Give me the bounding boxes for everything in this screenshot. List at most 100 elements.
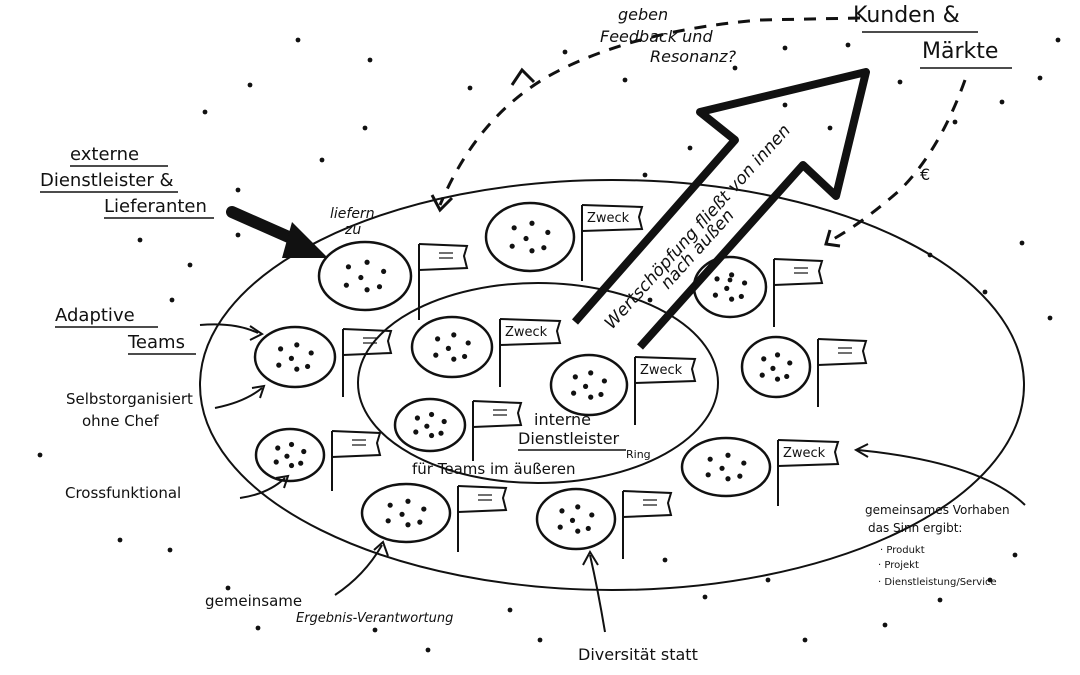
vorhaben-line2: das Sinn ergibt: bbox=[868, 521, 962, 535]
team-member-dot bbox=[541, 245, 547, 251]
team-member-dot bbox=[572, 374, 578, 380]
team-member-dot bbox=[399, 511, 405, 517]
team-circle bbox=[680, 436, 772, 498]
vorhaben-pointer bbox=[857, 449, 1026, 506]
team-member-dot bbox=[545, 229, 551, 236]
team-member-dot bbox=[343, 282, 349, 288]
team-member-dot bbox=[784, 373, 790, 380]
feedback-arrow-tip bbox=[430, 194, 454, 213]
team-2: Zweck bbox=[484, 201, 644, 281]
inner-ring bbox=[357, 282, 719, 484]
team-member-dot bbox=[428, 411, 435, 418]
scatter-dot bbox=[802, 637, 808, 643]
team-member-dot bbox=[761, 356, 767, 362]
team-circle bbox=[484, 201, 576, 273]
scatter-dot bbox=[372, 627, 378, 633]
team-member-dot bbox=[438, 430, 444, 436]
team-member-dot bbox=[284, 453, 290, 459]
interne-line1: interne bbox=[534, 410, 591, 429]
scatter-dot bbox=[247, 82, 253, 88]
team-member-dot bbox=[433, 352, 439, 358]
team-circle bbox=[535, 487, 617, 551]
scatter-dot bbox=[137, 237, 143, 243]
team-member-dot bbox=[598, 391, 604, 398]
scatter-dot bbox=[732, 65, 738, 71]
flag-cloth bbox=[622, 490, 673, 518]
team-12: Zweck bbox=[680, 436, 840, 506]
outer-ring bbox=[199, 179, 1025, 591]
scatter-dot bbox=[167, 547, 173, 553]
feedback-arrow-top-tip bbox=[510, 67, 536, 86]
flag-label: Zweck bbox=[640, 363, 683, 378]
scatter-dot bbox=[1037, 75, 1043, 81]
team-member-dot bbox=[435, 336, 441, 342]
scattered-dots bbox=[37, 37, 1061, 653]
team-member-dot bbox=[588, 394, 594, 400]
team-member-dot bbox=[451, 332, 457, 338]
team-member-dot bbox=[305, 363, 311, 370]
vorhaben-line1: gemeinsames Vorhaben bbox=[865, 503, 1010, 517]
gemeinsame-line1: gemeinsame bbox=[205, 592, 302, 610]
scatter-dot bbox=[765, 577, 771, 583]
team-circle bbox=[393, 397, 467, 453]
supplier-arrow bbox=[226, 206, 328, 258]
team-member-dot bbox=[601, 378, 607, 384]
scatter-dot bbox=[1047, 315, 1053, 321]
team-circle bbox=[740, 335, 812, 399]
team-member-dot bbox=[275, 445, 281, 451]
scatter-dot bbox=[225, 585, 231, 591]
flag-label: Zweck bbox=[587, 211, 630, 226]
team-member-dot bbox=[559, 508, 565, 514]
scatter-dot bbox=[295, 37, 301, 43]
flag-label: Zweck bbox=[783, 446, 826, 461]
scatter-dot bbox=[999, 99, 1005, 105]
team-member-dot bbox=[405, 498, 411, 504]
team-member-dot bbox=[737, 473, 743, 479]
team-8 bbox=[393, 397, 523, 461]
feedback-line2: Feedback und bbox=[600, 27, 713, 46]
team-member-dot bbox=[298, 460, 304, 466]
flag-label: Zweck bbox=[505, 325, 548, 340]
scatter-dot bbox=[982, 289, 988, 295]
scatter-dot bbox=[642, 172, 648, 178]
team-member-dot bbox=[405, 522, 411, 528]
team-member-dot bbox=[387, 502, 393, 508]
diversitaet-label: Diversität statt bbox=[578, 645, 698, 664]
team-member-dot bbox=[308, 350, 314, 356]
flag-cloth bbox=[777, 439, 840, 467]
flag-cloth bbox=[457, 485, 508, 513]
market-arrow-tip bbox=[824, 229, 841, 248]
team-member-dot bbox=[774, 352, 781, 358]
team-member-dot bbox=[588, 370, 594, 376]
scatter-dot bbox=[882, 622, 888, 628]
flag-cloth bbox=[581, 204, 644, 232]
vorhaben-item1: · Produkt bbox=[880, 545, 925, 556]
scatter-dot bbox=[537, 637, 543, 643]
scatter-dot bbox=[117, 537, 123, 543]
scatter-dot bbox=[687, 145, 693, 151]
liefern-line2: zu bbox=[344, 222, 361, 238]
extern-line1: externe bbox=[70, 144, 139, 165]
feedback-line1: geben bbox=[618, 5, 668, 24]
team-member-dot bbox=[529, 220, 535, 226]
team-1 bbox=[317, 240, 469, 320]
scatter-dot bbox=[702, 594, 708, 600]
scatter-dot bbox=[1012, 552, 1018, 558]
scatter-dot bbox=[622, 77, 628, 83]
interne-line2: Dienstleister bbox=[518, 429, 620, 448]
team-member-dot bbox=[278, 346, 284, 352]
team-member-dot bbox=[381, 268, 387, 275]
scatter-dot bbox=[169, 297, 175, 303]
team-member-dot bbox=[376, 284, 383, 290]
feedback-line3: Resonanz? bbox=[650, 47, 737, 66]
team-member-dot bbox=[465, 340, 471, 346]
team-member-dot bbox=[414, 415, 420, 421]
flag-cloth bbox=[331, 430, 382, 458]
team-circle bbox=[317, 240, 413, 312]
team-9 bbox=[254, 427, 382, 491]
scatter-dot bbox=[425, 647, 431, 653]
team-member-dot bbox=[441, 418, 447, 425]
team-member-dot bbox=[770, 365, 776, 371]
